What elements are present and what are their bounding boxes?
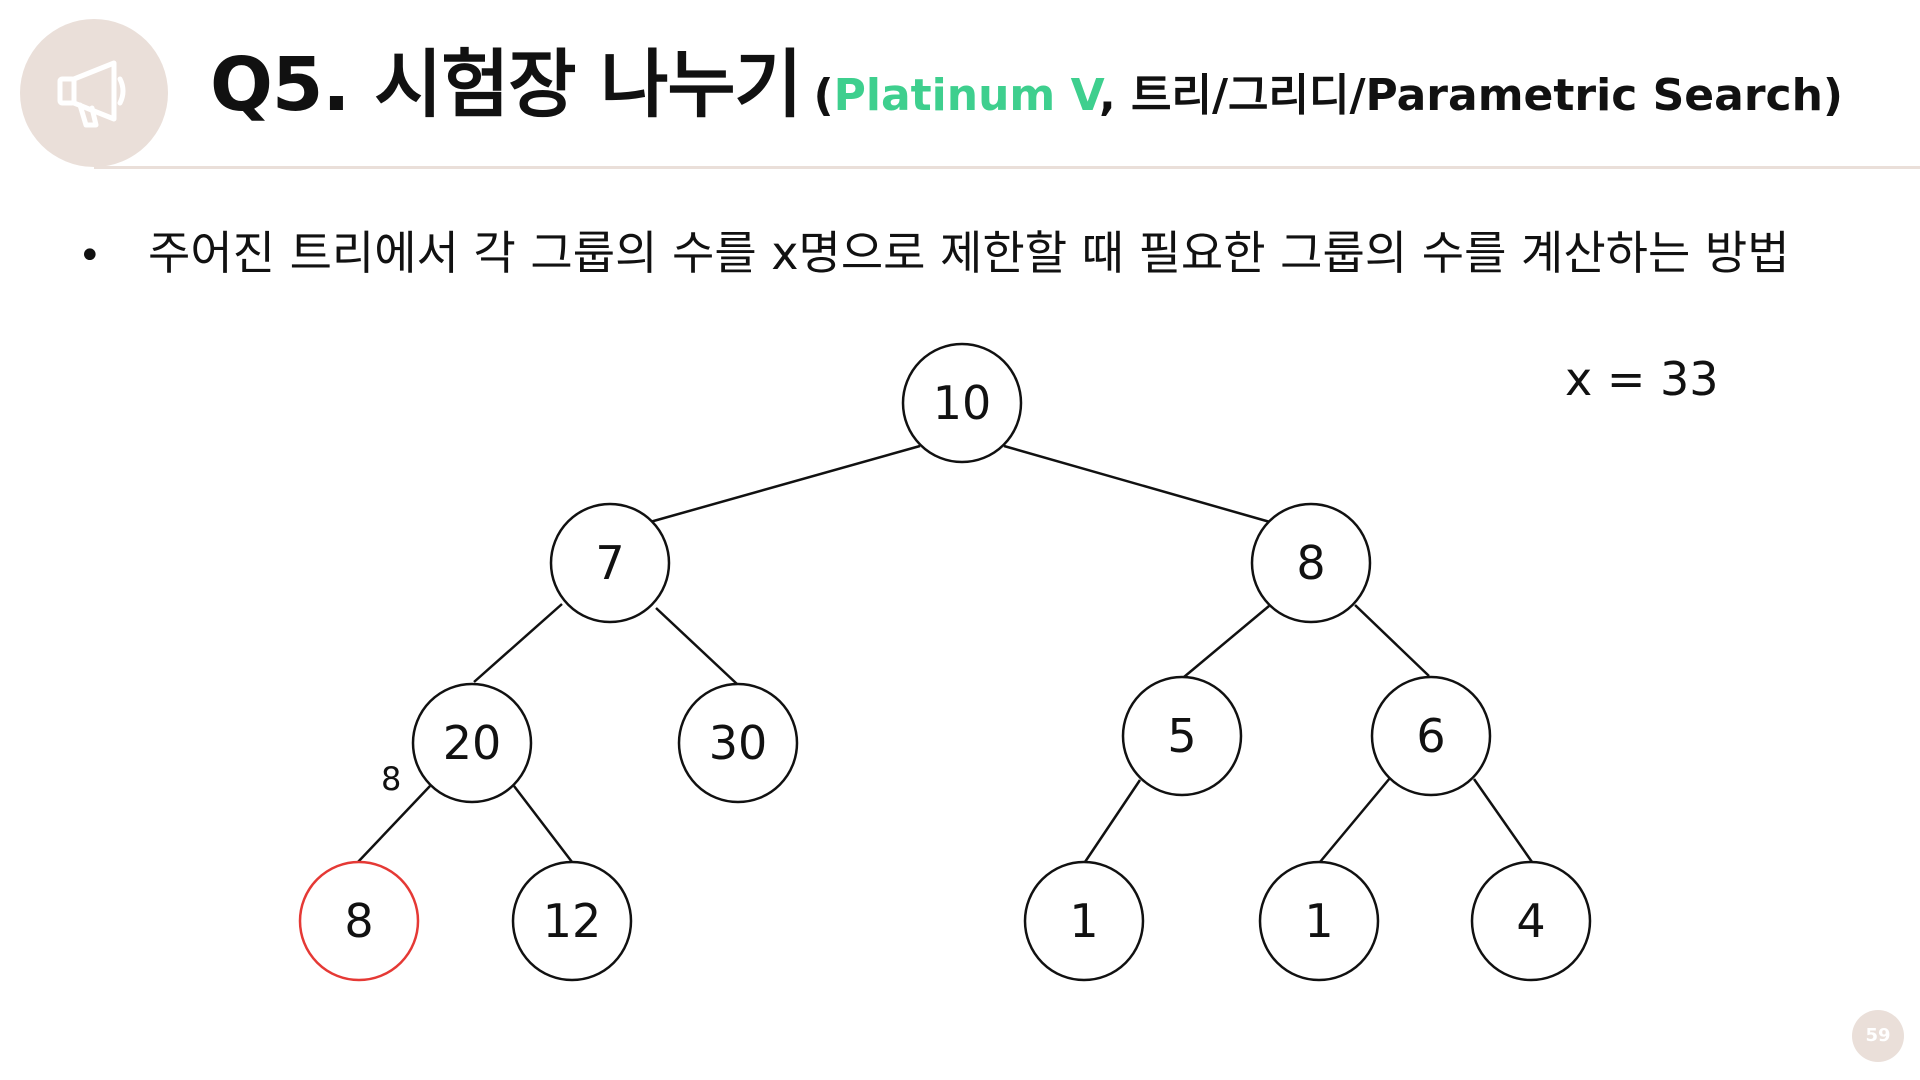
tree-node-highlighted: 8 [298,860,420,982]
node-value: 7 [595,536,624,590]
node-value: 6 [1416,709,1445,763]
group-limit-label: x = 33 [1565,352,1719,406]
bullet-marker: • [78,233,102,279]
edge-right-rightleft [1183,605,1270,678]
edge-left-leftleft [473,603,563,683]
tree-node-right-left-left: 1 [1023,860,1145,982]
node-value: 12 [543,894,602,948]
edge-6-4 [1472,778,1534,863]
subtitle-open-paren: ( [813,70,834,121]
node-value: 20 [443,716,502,770]
edge-20-8 [357,785,431,863]
title-underline [94,166,1920,169]
edge-weight-label: 8 [381,760,402,798]
page-title: Q5. 시험장 나누기(Platinum V, 트리/그리디/Parametri… [210,48,1843,122]
tree-node-left-right: 30 [677,682,799,804]
node-value: 8 [1296,536,1325,590]
edge-20-12 [513,785,573,863]
tree-node-left-left: 20 [411,682,533,804]
tree-node-root: 10 [901,342,1023,464]
node-value: 8 [344,894,373,948]
bullet-text: 주어진 트리에서 각 그룹의 수를 x명으로 제한할 때 필요한 그룹의 수를 … [148,226,1790,280]
tree-node-left: 7 [549,502,671,624]
tree-node-right: 8 [1250,502,1372,624]
title-text: Q5. 시험장 나누기 [210,42,803,128]
title-subtitle: (Platinum V, 트리/그리디/Parametric Search) [814,70,1844,121]
tree-node-right-right-right: 4 [1470,860,1592,982]
edge-5-1 [1083,779,1142,863]
node-value: 4 [1516,894,1545,948]
node-value: 1 [1069,894,1098,948]
subtitle-tags: , 트리/그리디/Parametric Search) [1098,70,1844,121]
tree-node-right-right: 6 [1370,675,1492,797]
node-value: 5 [1167,709,1196,763]
megaphone-icon [57,60,126,128]
tier-label: Platinum V [833,70,1099,121]
edge-right-rightright [1354,604,1430,677]
edge-root-right [1003,444,1271,524]
node-value: 10 [933,376,992,430]
edge-6-1 [1319,777,1391,863]
node-value: 1 [1304,894,1333,948]
edge-root-left [649,444,921,524]
bullet-point: •주어진 트리에서 각 그룹의 수를 x명으로 제한할 때 필요한 그룹의 수를… [78,230,1790,276]
node-value: 30 [709,716,768,770]
edge-left-leftright [655,607,738,685]
page-number-badge: 59 [1852,1010,1904,1062]
tree-node-right-left: 5 [1121,675,1243,797]
tree-node-left-left-right: 12 [511,860,633,982]
logo-badge [20,19,168,167]
tree-node-right-right-left: 1 [1258,860,1380,982]
